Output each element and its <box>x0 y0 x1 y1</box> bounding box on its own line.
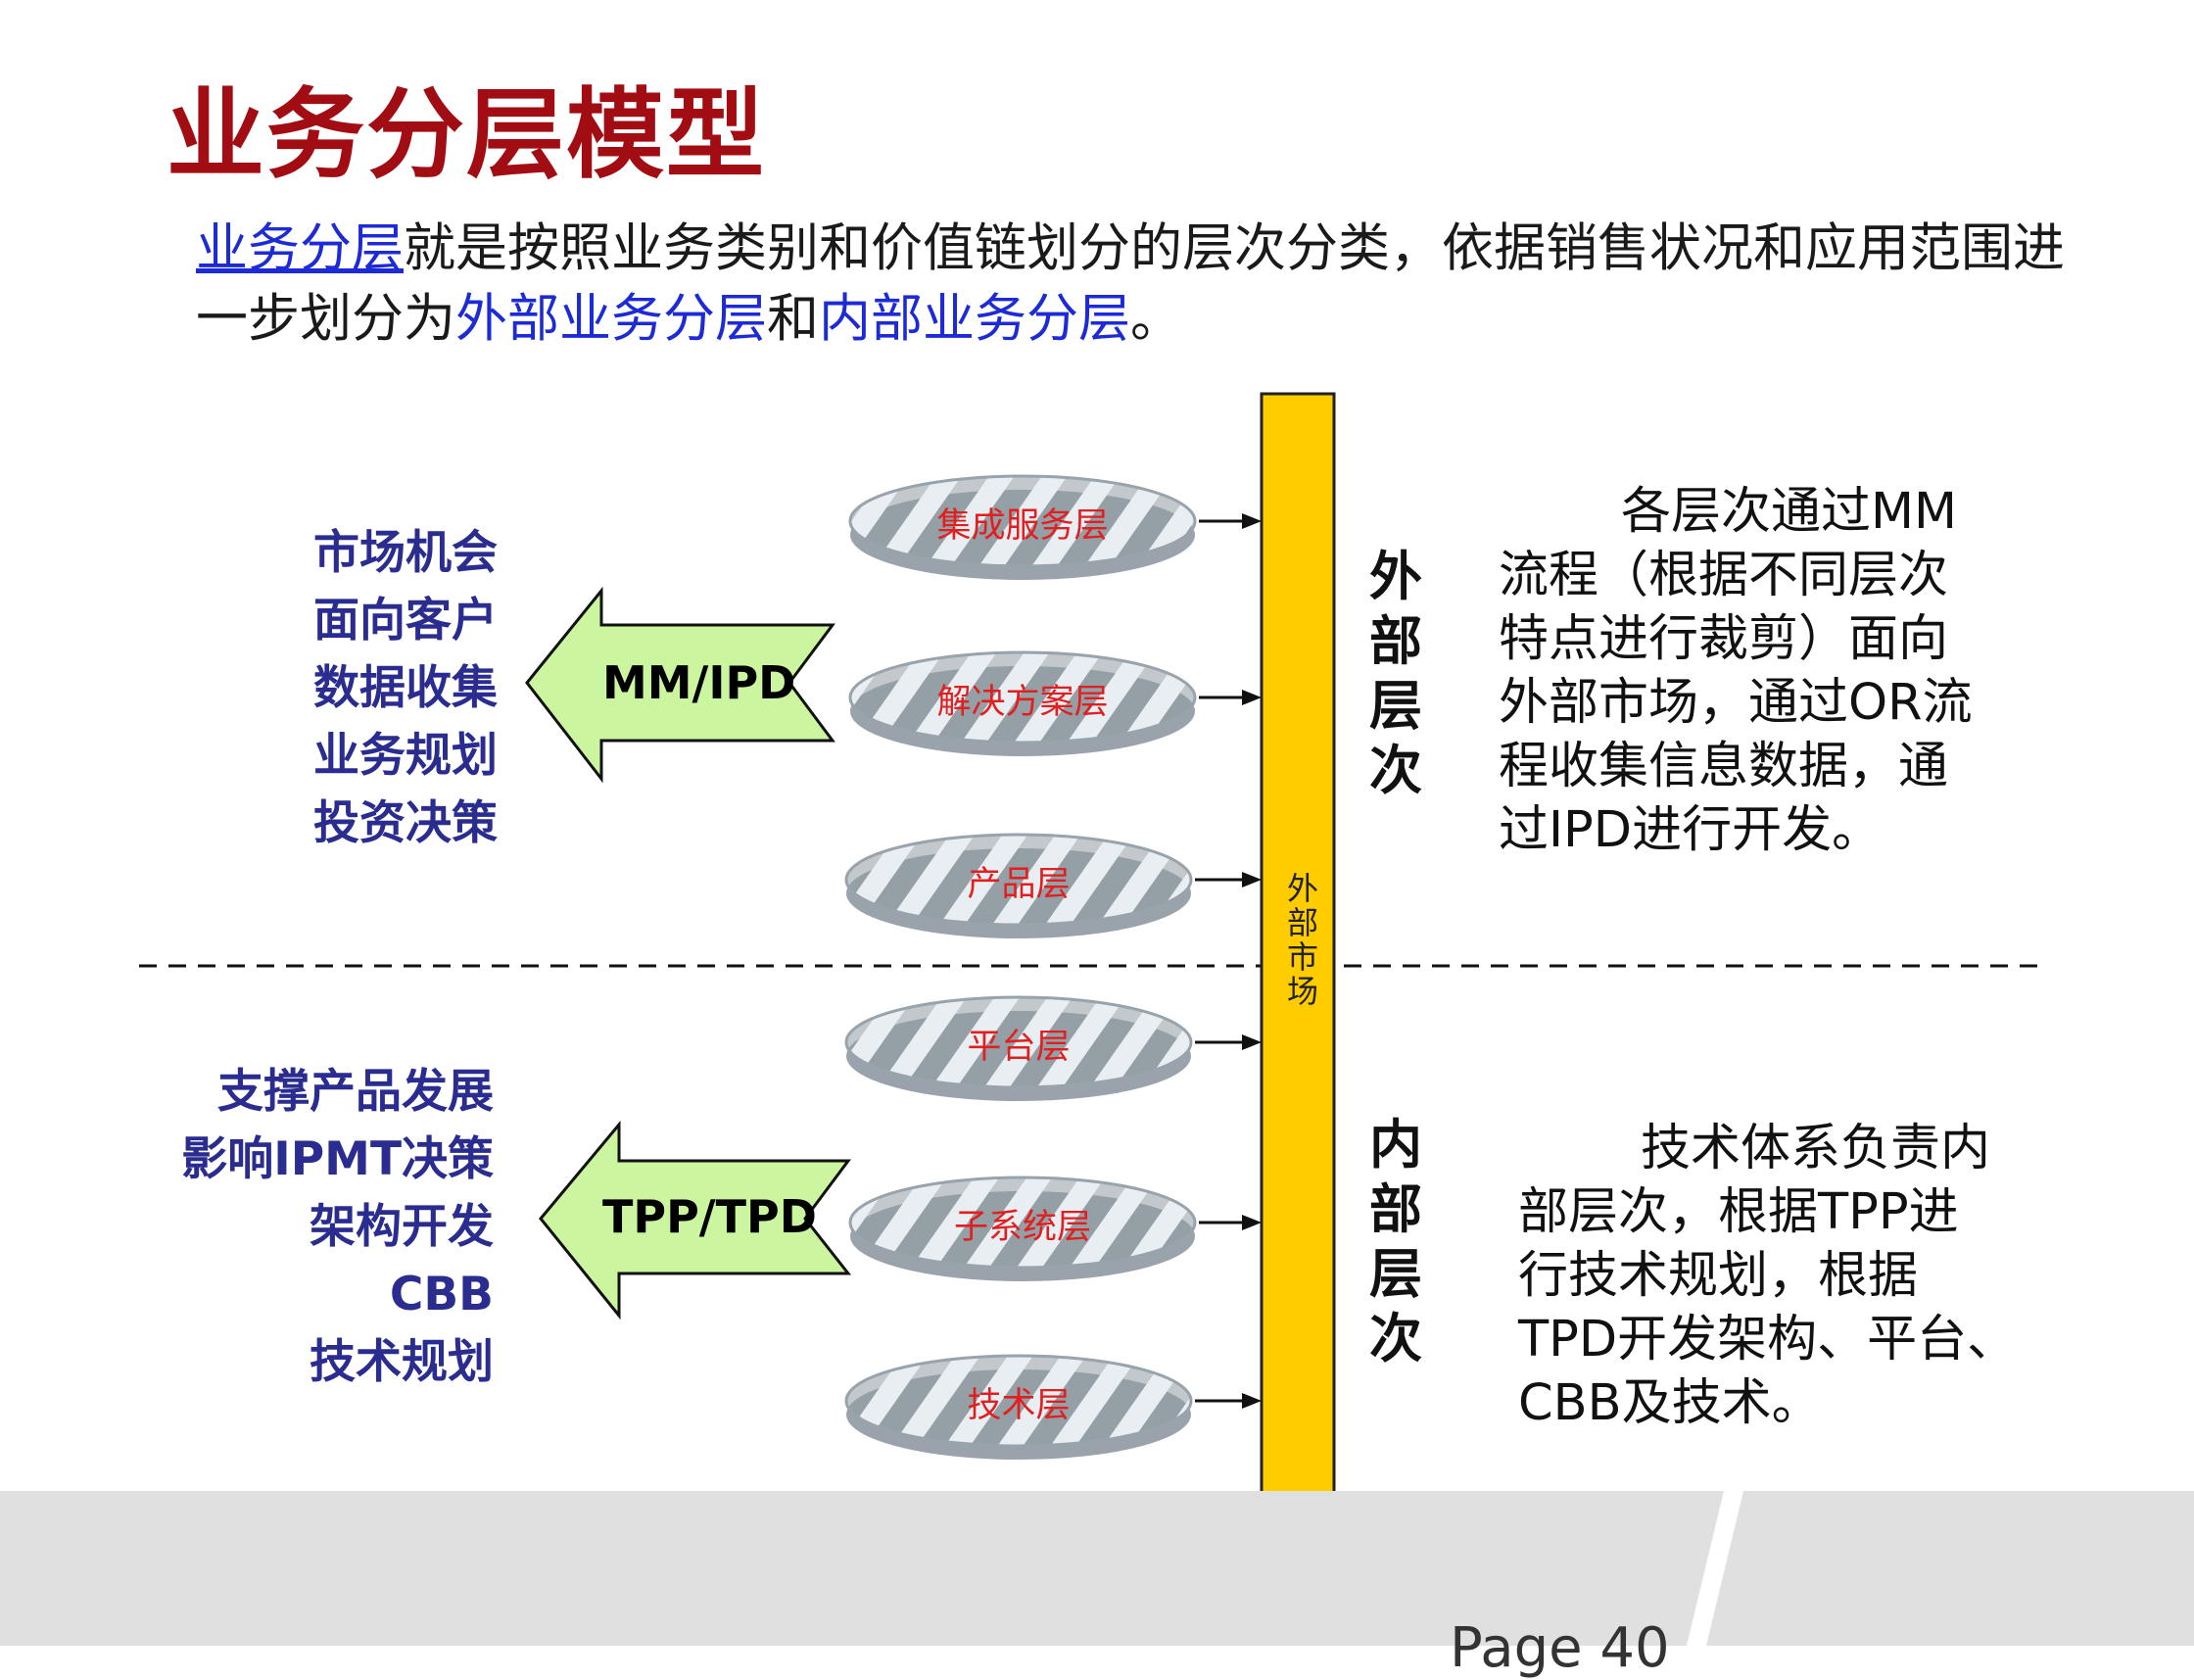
layer-label: 产品层 <box>967 865 1071 904</box>
market-bar-label: 外部市场 <box>1282 872 1319 1009</box>
layer-label: 子系统层 <box>953 1208 1091 1247</box>
desc-line: 各层次通过MM <box>1621 483 1958 541</box>
topic-item: 业务规划 <box>313 729 498 783</box>
topic-item: 面向客户 <box>313 594 498 648</box>
external-topics: 市场机会 面向客户 数据收集 业务规划 投资决策 <box>313 519 498 857</box>
layer-label: 平台层 <box>967 1028 1071 1067</box>
desc-line: 部层次，根据TPP进 <box>1518 1183 1959 1241</box>
topic-item: 投资决策 <box>313 796 498 850</box>
heading-char: 层 <box>1369 1243 1422 1305</box>
internal-level-heading: 内 部 层 次 <box>1366 1113 1425 1371</box>
heading-char: 次 <box>1369 740 1422 801</box>
connector-arrowhead <box>1242 1215 1262 1230</box>
tpp-tpd-label: TPP/TPD <box>602 1190 817 1243</box>
topic-item: 影响IPMT决策 <box>181 1132 494 1186</box>
internal-layering-term: 内部业务分层 <box>819 289 1130 349</box>
intro-text-1: 就是按照业务类别和价值链划分的层次分类，依据销售状况和应用范围进一步划分为 <box>196 218 2065 349</box>
heading-char: 层 <box>1369 675 1422 737</box>
layer-ellipse <box>844 833 1193 927</box>
layer-ellipse <box>844 995 1193 1089</box>
topic-item: 支撑产品发展 <box>217 1065 494 1119</box>
layer-ellipse <box>844 1354 1193 1448</box>
layer-ellipse <box>848 474 1197 568</box>
desc-line: TPD开发架构、平台、 <box>1518 1311 2018 1368</box>
layer-label: 技术层 <box>967 1386 1071 1425</box>
connector-arrowhead <box>1242 513 1262 529</box>
external-layering-term: 外部业务分层 <box>455 289 767 349</box>
footer-band <box>0 1491 2194 1646</box>
topic-item: 市场机会 <box>313 526 498 580</box>
layer-ellipse <box>848 1176 1197 1270</box>
intro-paragraph: 业务分层就是按照业务类别和价值链划分的层次分类，依据销售状况和应用范围进一步划分… <box>196 214 2116 355</box>
desc-line: 外部市场，通过OR流 <box>1499 674 1973 732</box>
desc-line: 程收集信息数据，通 <box>1499 738 1949 795</box>
desc-line: 特点进行裁剪）面向 <box>1499 610 1949 668</box>
tpp-tpd-arrow <box>539 1120 852 1320</box>
desc-line: 过IPD进行开发。 <box>1499 801 1883 859</box>
connector-arrowhead <box>1242 872 1262 888</box>
external-level-heading: 外 部 层 次 <box>1366 545 1425 803</box>
desc-line: 流程（根据不同层次 <box>1499 547 1949 604</box>
heading-char: 外 <box>1369 546 1422 607</box>
topic-item: 数据收集 <box>313 661 498 715</box>
heading-char: 次 <box>1369 1308 1422 1369</box>
desc-line: 行技术规划，根据 <box>1518 1247 1919 1305</box>
layer-diagram <box>139 392 2047 1505</box>
intro-text-3: 。 <box>1130 289 1182 349</box>
connector-arrowhead <box>1242 690 1262 705</box>
heading-char: 部 <box>1369 610 1422 672</box>
external-level-description: 各层次通过MM 流程（根据不同层次 特点进行裁剪）面向 外部市场，通过OR流 程… <box>1499 480 2047 862</box>
page-title: 业务分层模型 <box>167 77 766 192</box>
heading-char: 部 <box>1369 1178 1422 1240</box>
heading-char: 内 <box>1369 1114 1422 1176</box>
footer-slash <box>1687 1491 1743 1646</box>
topic-item: 架构开发 <box>310 1200 494 1254</box>
connector-arrowhead <box>1242 1034 1262 1050</box>
internal-topics: 支撑产品发展 影响IPMT决策 架构开发 CBB 技术规划 <box>181 1058 494 1396</box>
page-number: Page 40 <box>1450 1616 1670 1680</box>
layer-label: 解决方案层 <box>936 683 1109 722</box>
desc-line: CBB及技术。 <box>1518 1374 1822 1432</box>
internal-level-description: 技术体系负责内 部层次，根据TPP进 行技术规划，根据 TPD开发架构、平台、 … <box>1518 1117 2047 1435</box>
intro-text-2: 和 <box>767 289 819 349</box>
layer-ellipse <box>848 650 1197 744</box>
connector-arrowhead <box>1242 1393 1262 1409</box>
mm-ipd-arrow <box>525 586 835 784</box>
layer-label: 集成服务层 <box>936 506 1109 546</box>
link-business-layering[interactable]: 业务分层 <box>196 218 404 278</box>
mm-ipd-label: MM/IPD <box>602 656 796 709</box>
desc-line: 技术体系负责内 <box>1641 1120 1991 1177</box>
topic-item: 技术规划 <box>310 1335 494 1389</box>
topic-item: CBB <box>389 1268 494 1321</box>
